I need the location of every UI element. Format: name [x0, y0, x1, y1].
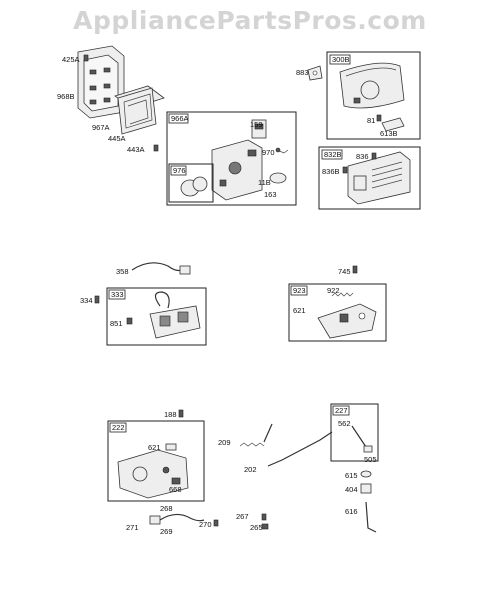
box-333 — [106, 287, 207, 346]
screw-81[interactable] — [376, 114, 382, 122]
screw-836b[interactable] — [342, 166, 348, 174]
box-976 — [168, 163, 214, 203]
screw-851[interactable] — [126, 317, 133, 325]
label-270: 270 — [199, 520, 212, 529]
label-836: 836 — [356, 152, 369, 161]
label-222: 222 — [112, 423, 125, 432]
clip-621[interactable] — [165, 443, 177, 451]
label-621b: 621 — [148, 443, 161, 452]
tag-923 — [290, 285, 308, 296]
screw-425a[interactable] — [83, 54, 89, 62]
muffler-guard-832b[interactable] — [347, 151, 411, 205]
nut-265[interactable] — [261, 523, 269, 530]
label-265: 265 — [250, 523, 263, 532]
filter-element-976[interactable] — [180, 176, 208, 197]
gasket-11b[interactable] — [269, 172, 287, 184]
tag-976 — [170, 165, 187, 176]
label-922: 922 — [327, 286, 340, 295]
label-976: 976 — [173, 166, 186, 175]
label-445a: 445A — [108, 134, 126, 143]
label-562: 562 — [338, 419, 351, 428]
label-188: 188 — [164, 410, 177, 419]
choke-part-159[interactable] — [251, 119, 267, 139]
label-668: 668 — [169, 485, 182, 494]
label-334: 334 — [80, 296, 93, 305]
label-159: 159 — [250, 120, 263, 129]
label-269: 269 — [160, 527, 173, 536]
label-966a: 966A — [171, 114, 189, 123]
label-923: 923 — [293, 286, 306, 295]
label-621a: 621 — [293, 306, 306, 315]
box-227 — [330, 403, 379, 462]
label-271: 271 — [126, 523, 139, 532]
spacer-404[interactable] — [360, 483, 372, 494]
label-615: 615 — [345, 471, 358, 480]
label-300b: 300B — [332, 55, 350, 64]
label-404: 404 — [345, 485, 358, 494]
spring-209[interactable] — [239, 423, 273, 447]
lever-227[interactable] — [351, 425, 373, 453]
label-358: 358 — [116, 267, 129, 276]
label-11b: 11B — [258, 178, 271, 187]
label-967a: 967A — [92, 123, 110, 132]
tag-300b — [329, 54, 351, 65]
label-968b: 968B — [57, 92, 75, 101]
label-163: 163 — [264, 190, 277, 199]
box-966a — [166, 111, 297, 206]
ignition-armature-333[interactable] — [149, 291, 201, 339]
box-300b — [326, 51, 421, 140]
label-616: 616 — [345, 507, 358, 516]
muffler-300b[interactable] — [339, 62, 405, 109]
label-209: 209 — [218, 438, 231, 447]
screw-836[interactable] — [371, 152, 377, 160]
label-81: 81 — [367, 116, 375, 125]
tag-966a — [168, 113, 189, 124]
watermark: AppliancePartsPros.com — [73, 6, 427, 35]
wire-harness-268[interactable] — [149, 513, 205, 525]
washer-615[interactable] — [360, 470, 372, 478]
lever-616[interactable] — [365, 501, 377, 533]
label-227: 227 — [335, 406, 348, 415]
label-745: 745 — [338, 267, 351, 276]
control-bracket-222[interactable] — [117, 449, 189, 499]
box-222 — [107, 420, 205, 502]
deflector-613b[interactable] — [381, 117, 405, 132]
spring-922[interactable] — [331, 292, 354, 297]
label-505: 505 — [364, 455, 377, 464]
screw-188[interactable] — [178, 409, 184, 418]
label-613b: 613B — [380, 129, 398, 138]
screw-334[interactable] — [94, 295, 100, 304]
terminal-270[interactable] — [213, 519, 219, 527]
tag-227 — [332, 405, 350, 416]
screw-745[interactable] — [352, 265, 358, 274]
box-923 — [288, 283, 387, 342]
tag-333 — [108, 289, 126, 300]
label-970: 970 — [262, 148, 275, 157]
label-333: 333 — [111, 290, 124, 299]
screw-267[interactable] — [261, 513, 267, 521]
bolt-970[interactable] — [275, 147, 289, 154]
label-443a: 443A — [127, 145, 145, 154]
governor-control-923[interactable] — [317, 303, 377, 339]
label-268: 268 — [160, 504, 173, 513]
carburetor-body[interactable] — [211, 139, 263, 201]
label-267: 267 — [236, 512, 249, 521]
label-883: 883 — [296, 68, 309, 77]
label-425a: 425A — [62, 55, 80, 64]
box-832b — [318, 146, 421, 210]
label-851: 851 — [110, 319, 123, 328]
tag-222 — [109, 422, 127, 433]
gasket-883[interactable] — [307, 65, 323, 81]
air-filter-cartridge[interactable] — [114, 85, 165, 135]
label-202: 202 — [244, 465, 257, 474]
cable-358[interactable] — [131, 262, 191, 275]
tag-832b — [321, 149, 343, 160]
label-836b: 836B — [322, 167, 340, 176]
link-202[interactable] — [267, 431, 333, 467]
label-832b: 832B — [324, 150, 342, 159]
screw-443a[interactable] — [153, 144, 159, 152]
